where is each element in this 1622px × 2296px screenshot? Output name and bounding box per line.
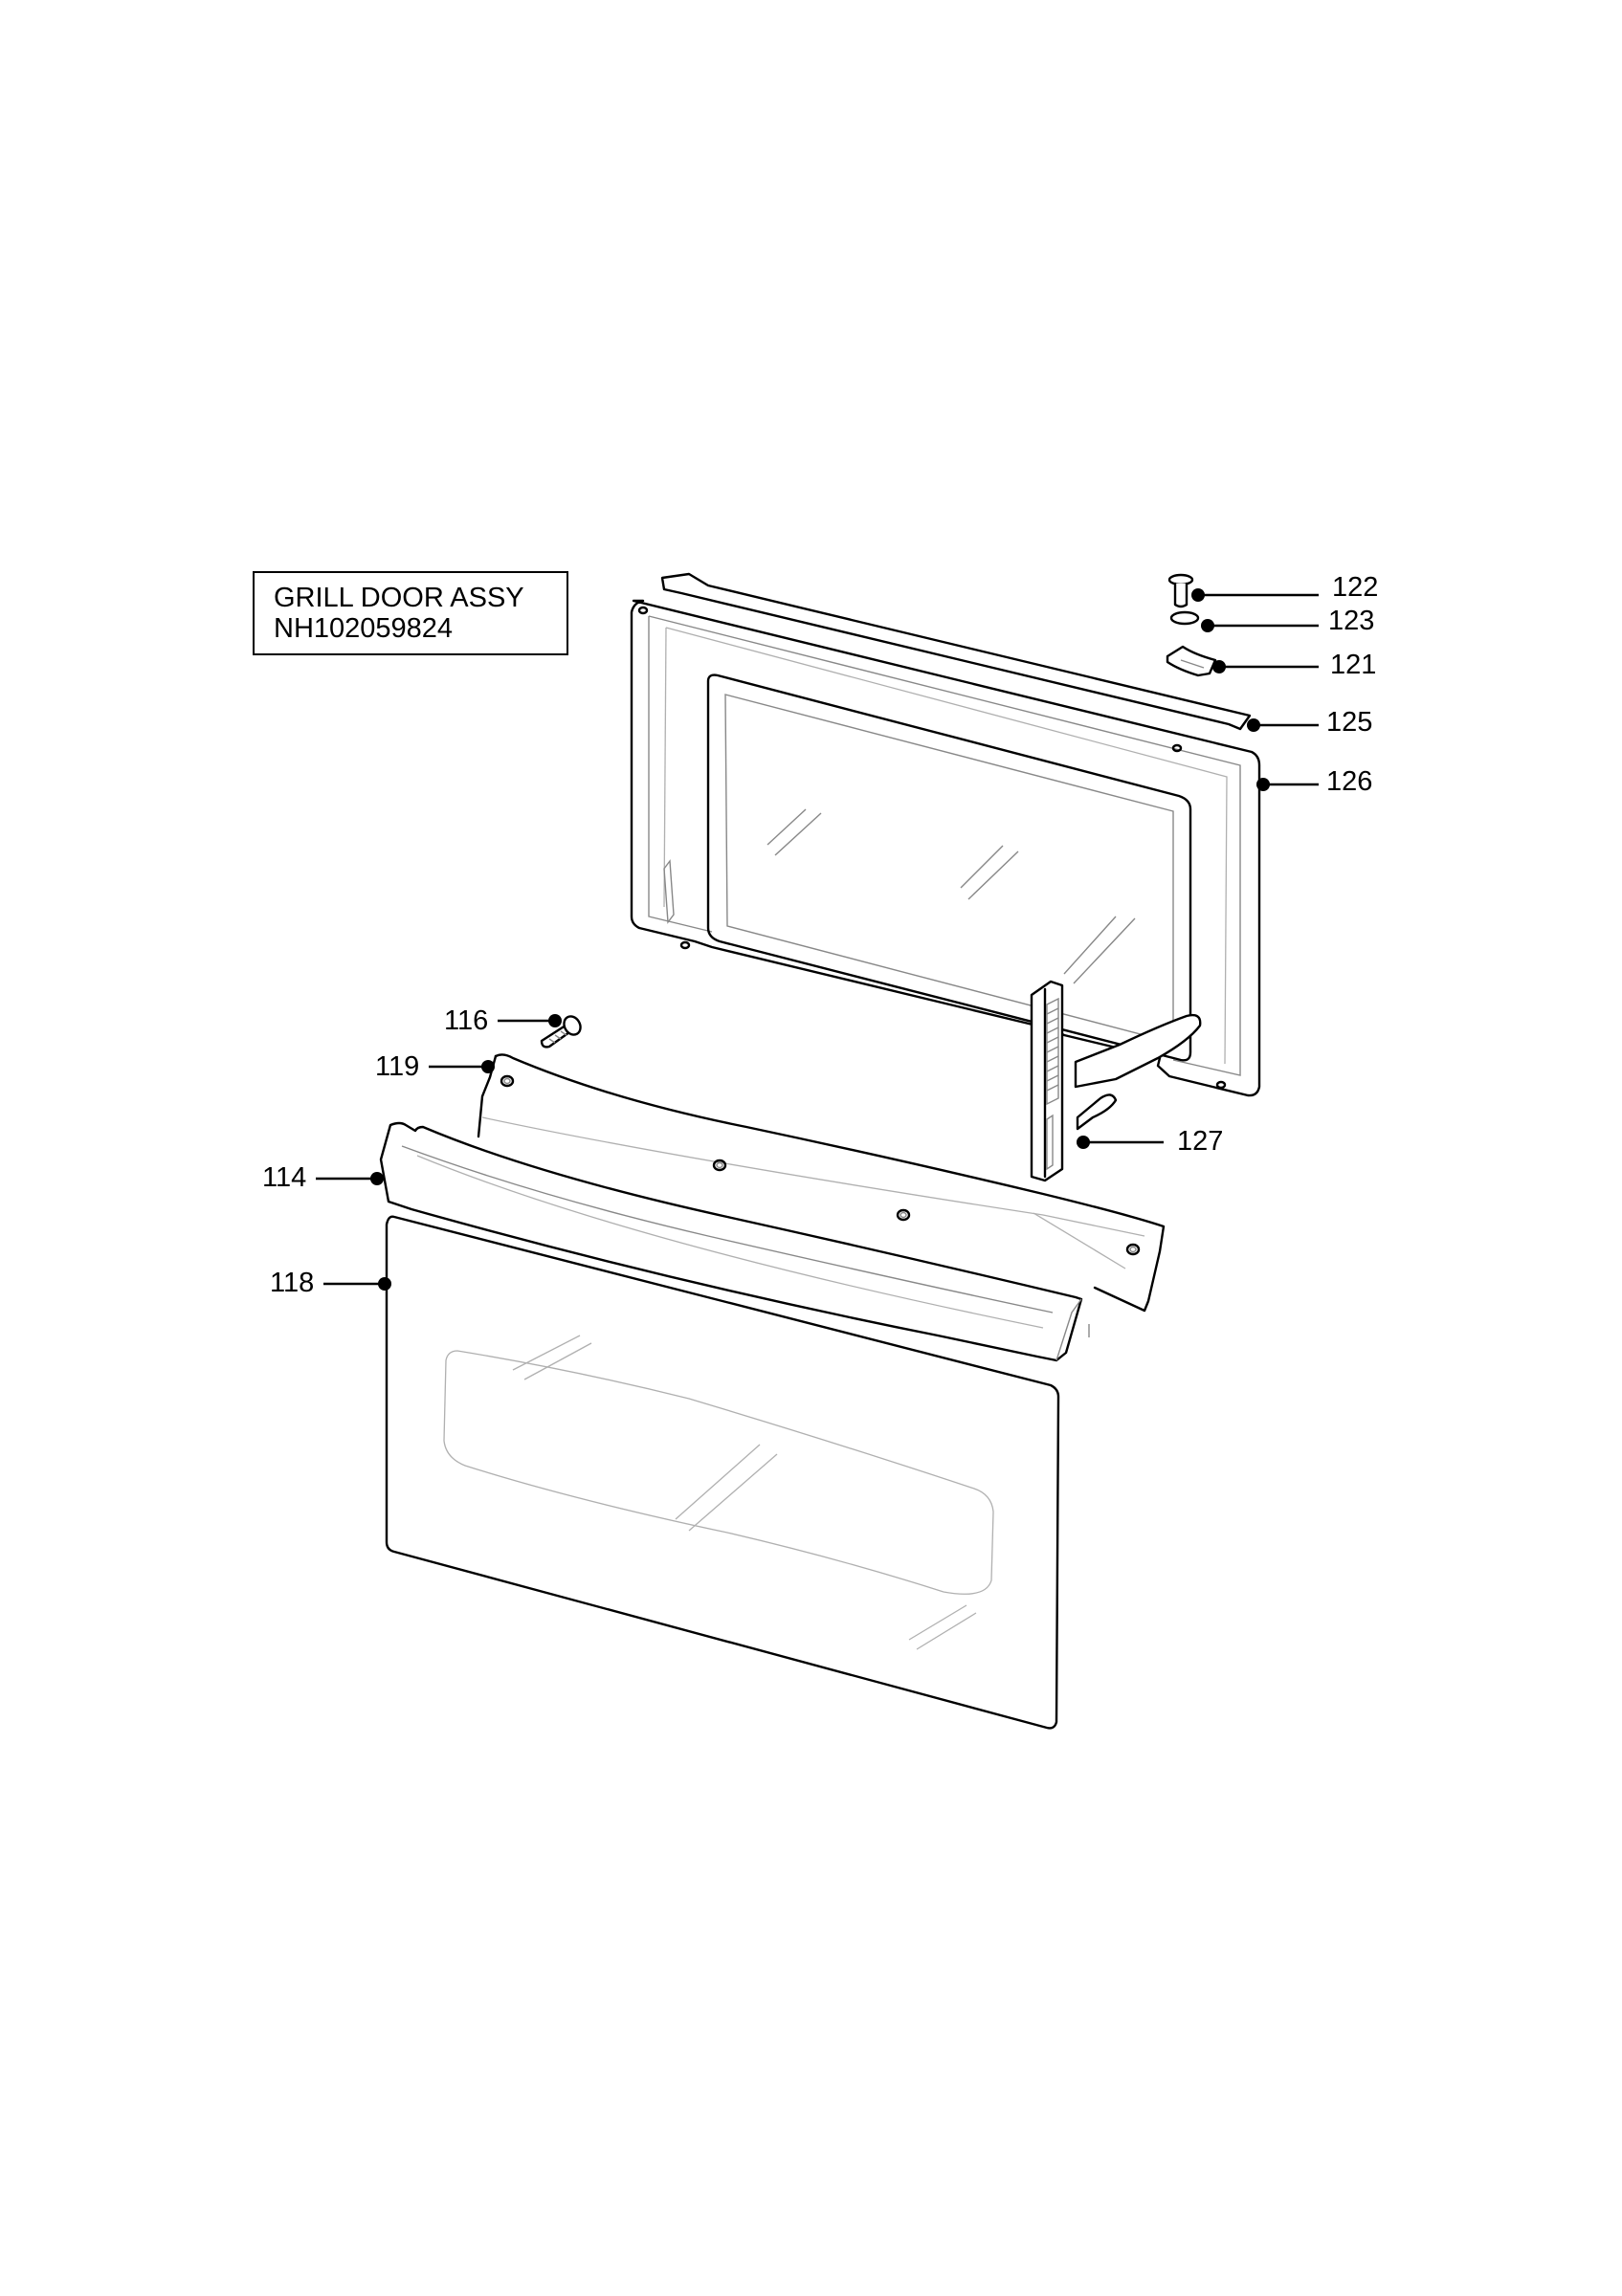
part-114-handle [379, 1121, 1090, 1362]
callout-leaders [316, 588, 1319, 1291]
part-127-hinge [1030, 980, 1202, 1182]
part-116-screw [540, 1015, 582, 1049]
part-125-top-trim [660, 572, 1252, 731]
callout-123: 123 [1328, 606, 1375, 636]
callout-116: 116 [444, 1005, 489, 1036]
callout-127: 127 [1177, 1126, 1224, 1157]
part-119-handle-bracket [477, 1053, 1166, 1313]
assembly-code: NH102059824 [274, 613, 454, 644]
part-123-washer [1169, 610, 1200, 626]
callout-114: 114 [262, 1162, 307, 1193]
callout-122: 122 [1332, 572, 1379, 603]
part-126-inner-door-frame [630, 599, 1261, 1097]
callout-125: 125 [1326, 707, 1373, 738]
callout-119: 119 [375, 1051, 420, 1082]
part-121-clip [1166, 645, 1217, 677]
callout-121: 121 [1330, 650, 1377, 680]
assembly-title: GRILL DOOR ASSY [274, 583, 524, 613]
assembly-title-box: GRILL DOOR ASSY NH102059824 [253, 571, 568, 655]
callout-126: 126 [1326, 766, 1373, 797]
callout-118: 118 [270, 1268, 315, 1298]
part-118-outer-door-glass [385, 1215, 1060, 1730]
part-122-bolt [1167, 573, 1194, 608]
